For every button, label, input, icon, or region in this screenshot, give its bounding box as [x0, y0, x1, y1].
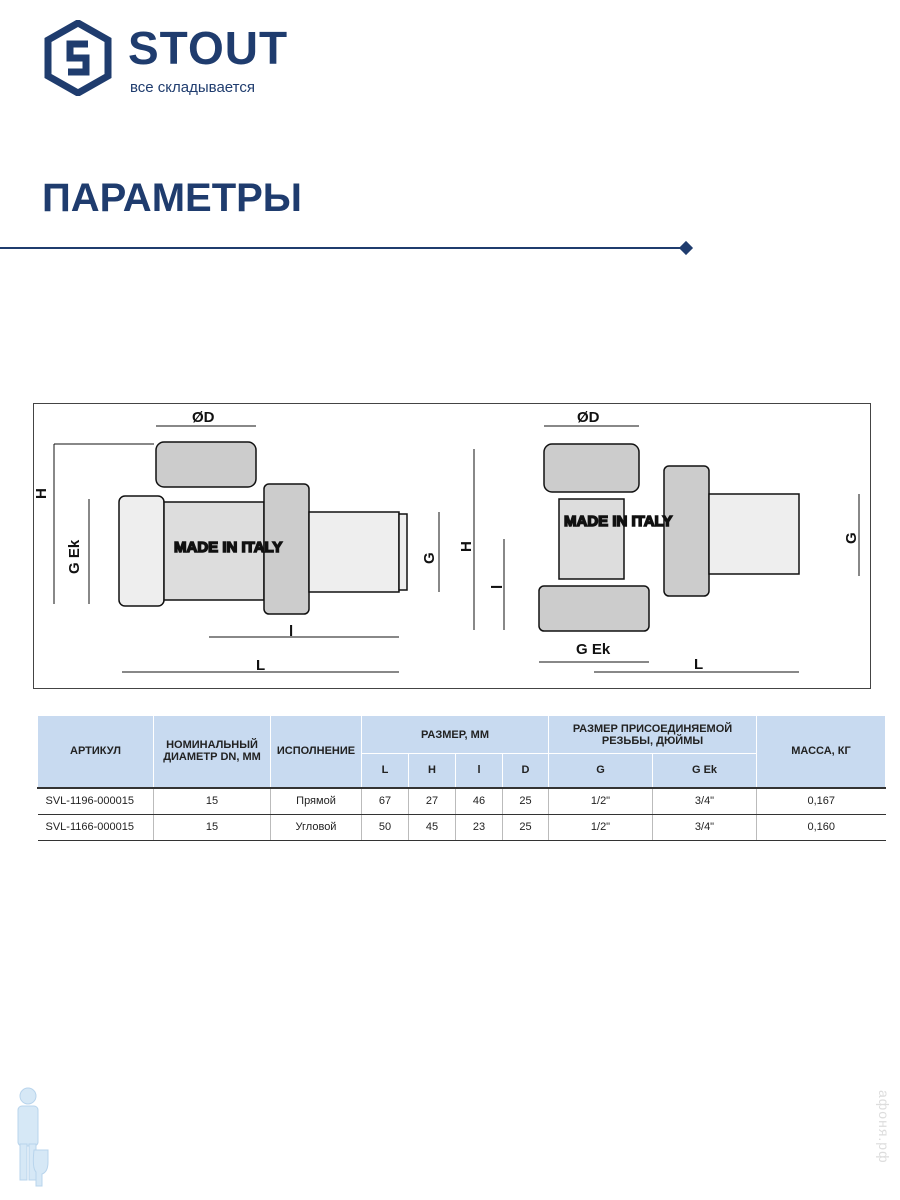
cell: 23: [455, 814, 503, 841]
header-l: l: [455, 753, 503, 788]
plumber-mascot-icon: [17, 1087, 49, 1187]
divider-diamond-icon: [678, 240, 694, 256]
brand-tagline: все складывается: [130, 79, 255, 96]
cell: 1/2": [548, 786, 653, 815]
cell: Прямой: [270, 786, 362, 815]
cell: 3/4": [652, 814, 757, 841]
cell: Угловой: [270, 814, 362, 841]
cell: 15: [153, 814, 271, 841]
cell: SVL-1196-000015: [37, 786, 154, 815]
left-valve-drawing: MADE IN ITALY: [118, 441, 408, 615]
cell: 67: [361, 786, 409, 815]
header-L: L: [361, 753, 409, 788]
header-D: D: [502, 753, 549, 788]
header-G: G: [548, 753, 653, 788]
stamp-right: MADE IN ITALY: [564, 513, 672, 530]
header-GEk: G Ek: [652, 753, 757, 788]
header-mass: МАССА, КГ: [756, 715, 886, 788]
dim-label: H: [34, 488, 50, 499]
dim-label: ØD: [577, 409, 600, 426]
cell: 25: [502, 814, 549, 841]
cell: 46: [455, 786, 503, 815]
cell: 50: [361, 814, 409, 841]
dim-label: G Ek: [66, 539, 83, 574]
stout-logo-icon: [44, 20, 112, 96]
stamp-left: MADE IN ITALY: [174, 539, 282, 556]
header-type: ИСПОЛНЕНИЕ: [270, 715, 362, 788]
dim-label: G: [843, 532, 860, 544]
dim-label: H: [458, 541, 475, 552]
cell: 25: [502, 786, 549, 815]
header-thread: РАЗМЕР ПРИСОЕДИНЯЕМОЙ РЕЗЬБЫ, ДЮЙМЫ: [548, 715, 757, 754]
cell: 3/4": [652, 786, 757, 815]
dim-label: G: [421, 552, 438, 564]
cell: 0,160: [756, 814, 886, 841]
brand-name: STOUT: [128, 22, 289, 74]
page-title: ПАРАМЕТРЫ: [42, 176, 302, 220]
parameters-table: АРТИКУЛ НОМИНАЛЬНЫЙ ДИАМЕТР DN, ММ ИСПОЛ…: [37, 715, 886, 841]
dim-label: G Ek: [576, 641, 611, 658]
dim-label: L: [694, 656, 703, 673]
cell: 1/2": [548, 814, 653, 841]
header-H: H: [408, 753, 456, 788]
right-valve-drawing: MADE IN ITALY: [538, 443, 800, 632]
technical-drawing: MADE IN ITALY ØD H G Ek G l L MADE IN IT…: [33, 403, 871, 689]
dim-label: l: [489, 585, 506, 589]
header-size: РАЗМЕР, ММ: [361, 715, 549, 754]
dim-label: L: [256, 657, 265, 674]
watermark: афоня.рф: [876, 1090, 892, 1164]
title-divider: [0, 247, 686, 249]
header-dn: НОМИНАЛЬНЫЙ ДИАМЕТР DN, ММ: [153, 715, 271, 788]
cell: 45: [408, 814, 456, 841]
cell: SVL-1166-000015: [37, 814, 154, 841]
cell: 27: [408, 786, 456, 815]
cell: 0,167: [756, 786, 886, 815]
dim-label: ØD: [192, 409, 215, 426]
cell: 15: [153, 786, 271, 815]
dim-label: l: [289, 623, 293, 640]
header-article: АРТИКУЛ: [37, 715, 154, 788]
